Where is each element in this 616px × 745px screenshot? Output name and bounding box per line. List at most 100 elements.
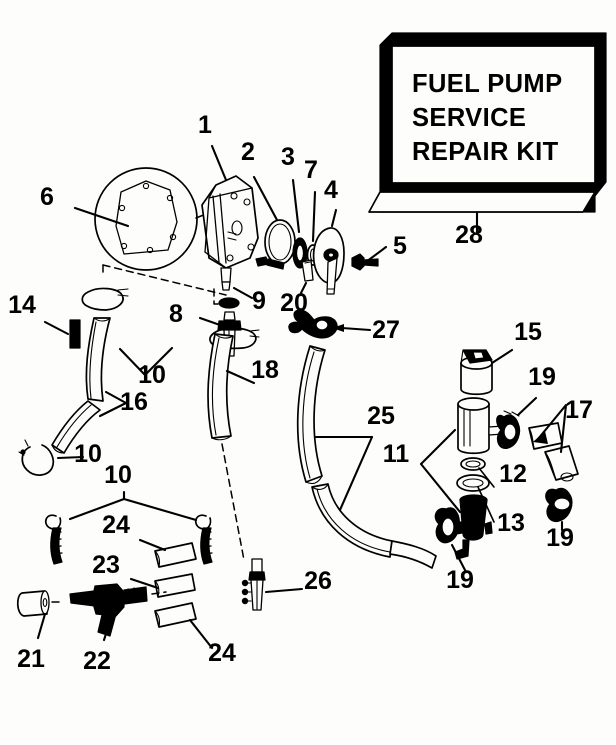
callout-24b: 24 [208, 639, 236, 667]
callout-numbers: 1 2 3 4 5 6 7 8 9 10 10 10 11 12 13 14 1… [8, 111, 593, 675]
dashed-bracket-diag [102, 264, 227, 296]
leader-10a [118, 346, 174, 377]
hose-clamp-19-b [545, 487, 573, 532]
washer-9 [218, 286, 254, 309]
clamp-20 [299, 259, 314, 295]
hose-clamp-19-a [496, 396, 538, 449]
fuel-pump-body [201, 144, 259, 291]
callout-26: 26 [304, 567, 332, 595]
leader-27 [340, 326, 372, 332]
callout-11: 11 [383, 440, 410, 468]
callout-9: 9 [252, 287, 266, 315]
callout-20: 20 [280, 289, 308, 317]
leader-4 [330, 208, 338, 228]
callout-15: 15 [514, 318, 542, 346]
callout-25: 25 [367, 402, 395, 430]
fuel-hose-16-upper [85, 317, 111, 402]
leader-13 [477, 486, 495, 523]
callout-7: 7 [304, 156, 318, 184]
dashed-bracket-right [213, 288, 227, 305]
leader-15 [490, 348, 514, 365]
filter-o-ring-12 [460, 457, 486, 471]
leader-1 [210, 144, 228, 182]
dashed-line-18-26 [221, 443, 245, 561]
hose-segment-23 [129, 573, 196, 598]
callout-10a: 10 [138, 361, 166, 389]
leader-24a [138, 538, 167, 552]
leader-23 [129, 577, 160, 590]
leader-14 [43, 320, 70, 336]
hose-connector-17 [528, 403, 579, 482]
end-cap-21 [16, 590, 65, 640]
leader-12 [478, 467, 495, 488]
callout-14: 14 [8, 291, 36, 319]
callout-19c: 19 [446, 566, 474, 594]
callout-8: 8 [169, 300, 183, 328]
callout-17: 17 [565, 396, 593, 424]
hose-segment-24-bottom [154, 602, 197, 628]
pump-mounting-bolt [255, 256, 285, 270]
callout-1: 1 [198, 111, 212, 139]
kit-label-line1: FUEL PUMP [412, 70, 562, 98]
callout-28: 28 [455, 221, 483, 249]
callout-3: 3 [281, 143, 295, 171]
leader-6 [73, 206, 130, 228]
leader-25-bottom [338, 435, 374, 512]
tee-fitting-22 [69, 583, 167, 642]
leader-9 [232, 286, 254, 300]
fuel-hose-18 [207, 333, 256, 561]
callout-12: 12 [499, 460, 527, 488]
callout-13: 13 [497, 509, 525, 537]
leader-21 [36, 612, 47, 640]
callout-24a: 24 [102, 511, 130, 539]
callout-5: 5 [393, 232, 407, 260]
leader-19c [450, 543, 468, 574]
spring-retainer [291, 178, 308, 269]
callout-10c: 10 [104, 461, 132, 489]
callout-16: 16 [120, 388, 148, 416]
callout-23: 23 [92, 551, 120, 579]
hose-clamp-10-right [194, 514, 213, 565]
hose-clamp-a [209, 327, 260, 350]
leader-11 [419, 428, 462, 514]
leader-10b [56, 455, 85, 460]
hose-stub-lower [389, 540, 437, 569]
callout-6: 6 [40, 183, 54, 211]
leader-5 [364, 245, 388, 264]
leader-16 [98, 390, 128, 418]
callout-2: 2 [241, 138, 255, 166]
callout-19b: 19 [546, 524, 574, 552]
callout-22: 22 [83, 647, 111, 675]
leader-10c [68, 497, 198, 522]
callout-19a: 19 [528, 363, 556, 391]
leader-22 [102, 616, 113, 642]
kit-label-line2: SERVICE [412, 104, 526, 132]
callout-21: 21 [17, 645, 45, 673]
clamp-27 [288, 309, 372, 339]
leader-7 [311, 190, 317, 243]
callout-4: 4 [324, 176, 338, 204]
diaphragm-gasket-detail [73, 167, 217, 271]
fuel-hose-16-lower [51, 400, 101, 454]
hose-clamp-c [18, 439, 55, 476]
leader-3 [291, 178, 301, 234]
service-repair-kit-box: FUEL PUMP SERVICE REPAIR KIT [368, 32, 607, 234]
leader-8 [198, 316, 222, 327]
filter-cap-15 [460, 348, 514, 396]
long-fuel-hose-25-upper [296, 345, 326, 485]
filter-body-11 [457, 397, 507, 455]
hose-clamp-10-left [44, 514, 63, 565]
lever-arm-assembly [312, 208, 345, 295]
callout-18: 18 [251, 356, 279, 384]
connector-fitting-26 [241, 558, 304, 611]
mounting-screw-5 [351, 245, 388, 271]
leader-18 [225, 369, 256, 385]
leader-24b [188, 618, 214, 650]
kit-label-line3: REPAIR KIT [412, 138, 559, 166]
callout-10b: 10 [74, 440, 102, 468]
leader-20 [299, 281, 308, 295]
callout-27: 27 [372, 316, 400, 344]
leader-19a [516, 396, 538, 417]
hose-clamp-b [81, 287, 129, 311]
